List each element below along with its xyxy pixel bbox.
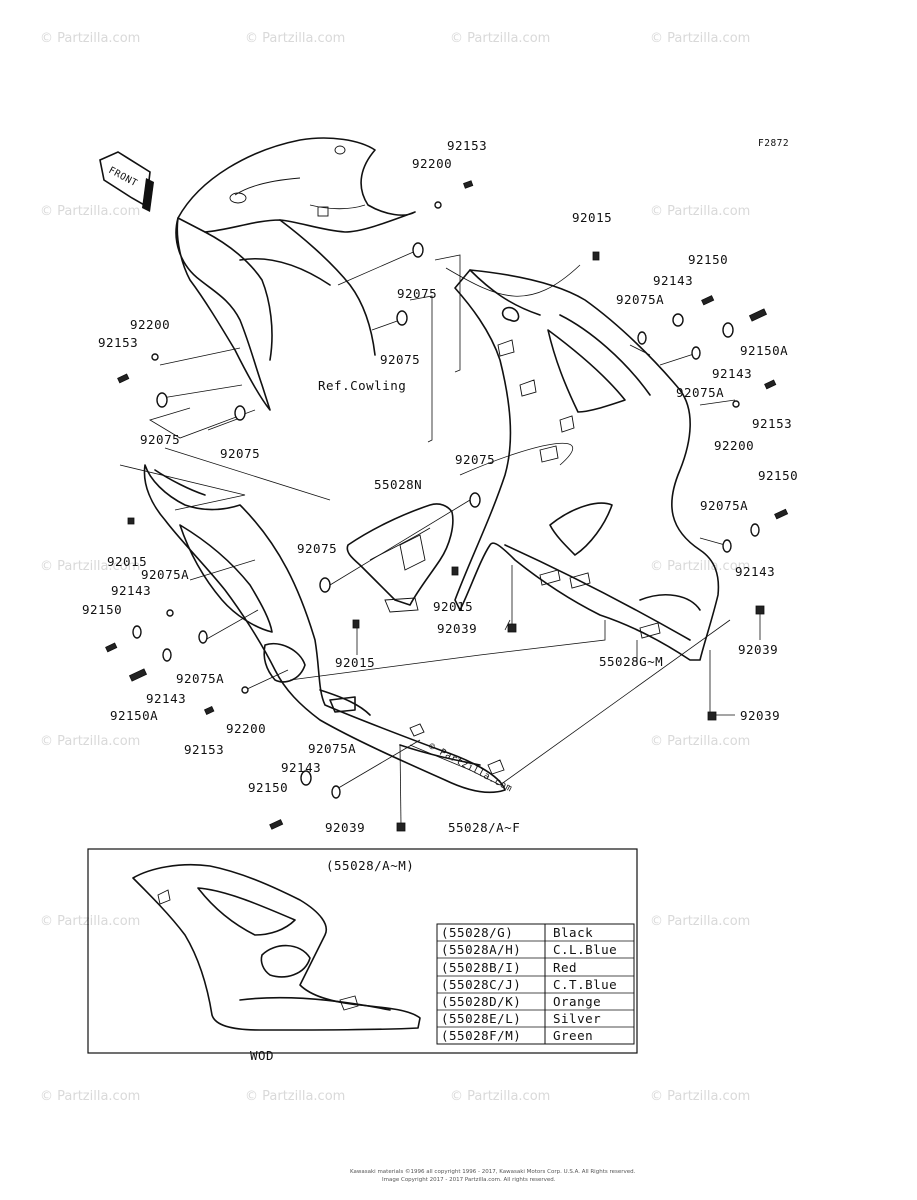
part-label: 92143 <box>712 366 752 381</box>
leader-lines <box>119 249 761 826</box>
part-label: 92075 <box>140 432 180 447</box>
figure-code: F2872 <box>758 138 789 149</box>
part-label: 92200 <box>226 721 266 736</box>
part-label: 92075 <box>397 286 437 301</box>
table-cell-color: Orange <box>553 994 601 1009</box>
part-label: 92150 <box>688 252 728 267</box>
part-label: 92150 <box>82 602 122 617</box>
table-cell-code: (55028F/M) <box>441 1028 521 1043</box>
watermark: © Partzilla.com <box>450 31 550 46</box>
part-label: 92153 <box>447 138 487 153</box>
part-label: 92200 <box>714 438 754 453</box>
part-label: 92143 <box>111 583 151 598</box>
part-label: 92153 <box>98 335 138 350</box>
part-label: 92075A <box>141 567 189 582</box>
part-label: 92039 <box>740 708 780 723</box>
watermark: © Partzilla.com <box>650 31 750 46</box>
watermark: © Partzilla.com <box>40 559 140 574</box>
part-label: 55028N <box>374 477 422 492</box>
part-label: 92143 <box>146 691 186 706</box>
part-label: 92015 <box>335 655 375 670</box>
table-cell-code: (55028/G) <box>441 925 513 940</box>
watermark-layer: © Partzilla.com © Partzilla.com © Partzi… <box>40 31 750 1104</box>
part-label: 92150A <box>740 343 788 358</box>
watermark: © Partzilla.com <box>40 204 140 219</box>
part-label: 92200 <box>130 317 170 332</box>
inset-caption: WOD <box>250 1048 274 1063</box>
color-table: (55028/G) Black (55028A/H) C.L.Blue (550… <box>436 923 635 1045</box>
watermark: © Partzilla.com <box>650 559 750 574</box>
part-label: 92143 <box>735 564 775 579</box>
part-label: 92075A <box>700 498 748 513</box>
part-label: 92150 <box>248 780 288 795</box>
part-label: 92153 <box>184 742 224 757</box>
part-label: 92143 <box>653 273 693 288</box>
part-label: 92075A <box>676 385 724 400</box>
part-label: 92143 <box>281 760 321 775</box>
part-label: 92200 <box>412 156 452 171</box>
table-cell-code: (55028E/L) <box>441 1011 521 1026</box>
watermark: © Partzilla.com <box>40 1089 140 1104</box>
table-cell-color: C.T.Blue <box>553 977 617 992</box>
table-cell-code: (55028D/K) <box>441 994 521 1009</box>
part-label: 92039 <box>738 642 778 657</box>
watermark: © Partzilla.com <box>650 914 750 929</box>
table-cell-color: Green <box>553 1028 593 1043</box>
front-arrow-icon: FRONT <box>99 151 154 212</box>
table-cell-code: (55028C/J) <box>441 977 521 992</box>
part-label: 92039 <box>325 820 365 835</box>
right-lower-cowl-outline <box>454 269 720 661</box>
part-label: 92015 <box>107 554 147 569</box>
part-label: 92075 <box>380 352 420 367</box>
part-label: 55028G~M <box>599 654 663 669</box>
inset-title: (55028/A~M) <box>326 858 414 873</box>
part-label: 92015 <box>433 599 473 614</box>
watermark: © Partzilla.com <box>650 1089 750 1104</box>
part-label: 92075A <box>176 671 224 686</box>
watermark: © Partzilla.com <box>650 204 750 219</box>
footer-copyright: Kawasaki materials ©1996 all copyright 1… <box>350 1168 636 1175</box>
hardware-fasteners <box>105 180 789 832</box>
watermark: © Partzilla.com <box>40 31 140 46</box>
part-number-labels: 92153 92200 92015 92150 92143 92075A 920… <box>82 138 798 835</box>
table-cell-code: (55028A/H) <box>441 942 521 957</box>
upper-cowling-outline <box>175 137 416 411</box>
part-label: 55028/A~F <box>448 820 520 835</box>
center-watermark: © Partzilla.com <box>427 741 515 795</box>
watermark: © Partzilla.com <box>245 1089 345 1104</box>
footer-copyright: Image Copyright 2017 - 2017 Partzilla.co… <box>382 1177 556 1183</box>
part-label: 92075 <box>220 446 260 461</box>
watermark: © Partzilla.com <box>245 31 345 46</box>
part-label: 92075A <box>616 292 664 307</box>
inset-box: (55028/A~M) WOD <box>87 848 638 1063</box>
watermark: © Partzilla.com <box>40 914 140 929</box>
part-label: 92039 <box>437 621 477 636</box>
watermark: © Partzilla.com <box>450 1089 550 1104</box>
part-label: 92075 <box>297 541 337 556</box>
part-label: 92150A <box>110 708 158 723</box>
table-cell-color: Red <box>553 960 577 975</box>
table-cell-code: (55028B/I) <box>441 960 521 975</box>
table-cell-color: Black <box>553 925 593 940</box>
ref-cowling-label: Ref.Cowling <box>318 378 406 393</box>
part-label: 92075A <box>308 741 356 756</box>
watermark: © Partzilla.com <box>650 734 750 749</box>
watermark: © Partzilla.com <box>40 734 140 749</box>
part-label: 92153 <box>752 416 792 431</box>
part-label: 92150 <box>758 468 798 483</box>
table-cell-color: C.L.Blue <box>553 942 617 957</box>
part-label: 92015 <box>572 210 612 225</box>
part-label: 92075 <box>455 452 495 467</box>
table-cell-color: Silver <box>553 1011 601 1026</box>
